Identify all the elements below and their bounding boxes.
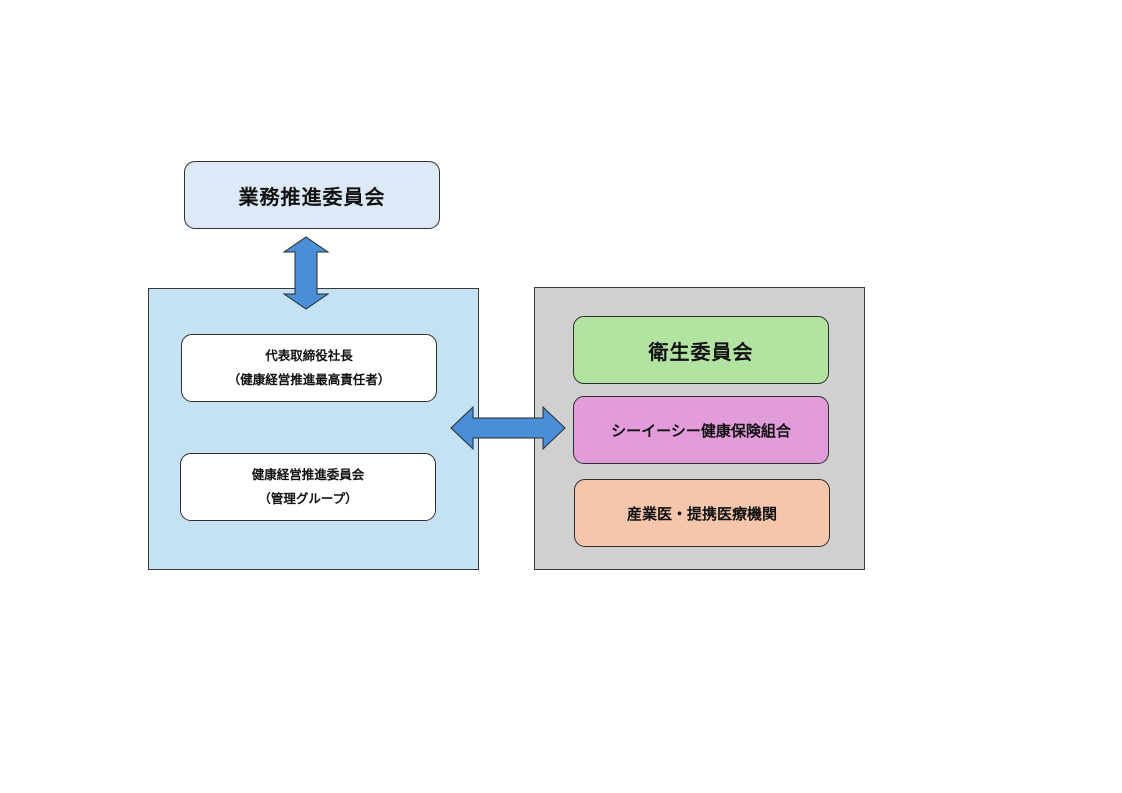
medical-partners-box: 産業医・提携医療機関 bbox=[574, 479, 830, 547]
health-committee-title: 健康経営推進委員会 bbox=[251, 467, 365, 482]
top-committee-box: 業務推進委員会 bbox=[184, 161, 440, 229]
health-insurance-label: シーイーシー健康保険組合 bbox=[611, 421, 791, 440]
ceo-title: 代表取締役社長 bbox=[265, 348, 353, 363]
horizontal-arrow-shape bbox=[450, 405, 566, 451]
health-committee-box: 健康経営推進委員会 （管理グループ） bbox=[180, 453, 436, 521]
left-panel bbox=[148, 288, 479, 570]
top-committee-label: 業務推進委員会 bbox=[238, 184, 386, 209]
hygiene-committee-label: 衛生委員会 bbox=[648, 339, 754, 364]
ceo-role: （健康経営推進最高責任者） bbox=[227, 372, 391, 387]
vertical-double-arrow-icon bbox=[282, 236, 330, 310]
ceo-box: 代表取締役社長 （健康経営推進最高責任者） bbox=[181, 334, 437, 402]
vertical-arrow-shape bbox=[282, 236, 330, 310]
health-insurance-box: シーイーシー健康保険組合 bbox=[573, 396, 829, 464]
medical-partners-label: 産業医・提携医療機関 bbox=[626, 504, 777, 523]
horizontal-double-arrow-icon bbox=[450, 405, 566, 451]
health-committee-group: （管理グループ） bbox=[258, 491, 358, 506]
hygiene-committee-box: 衛生委員会 bbox=[573, 316, 829, 384]
